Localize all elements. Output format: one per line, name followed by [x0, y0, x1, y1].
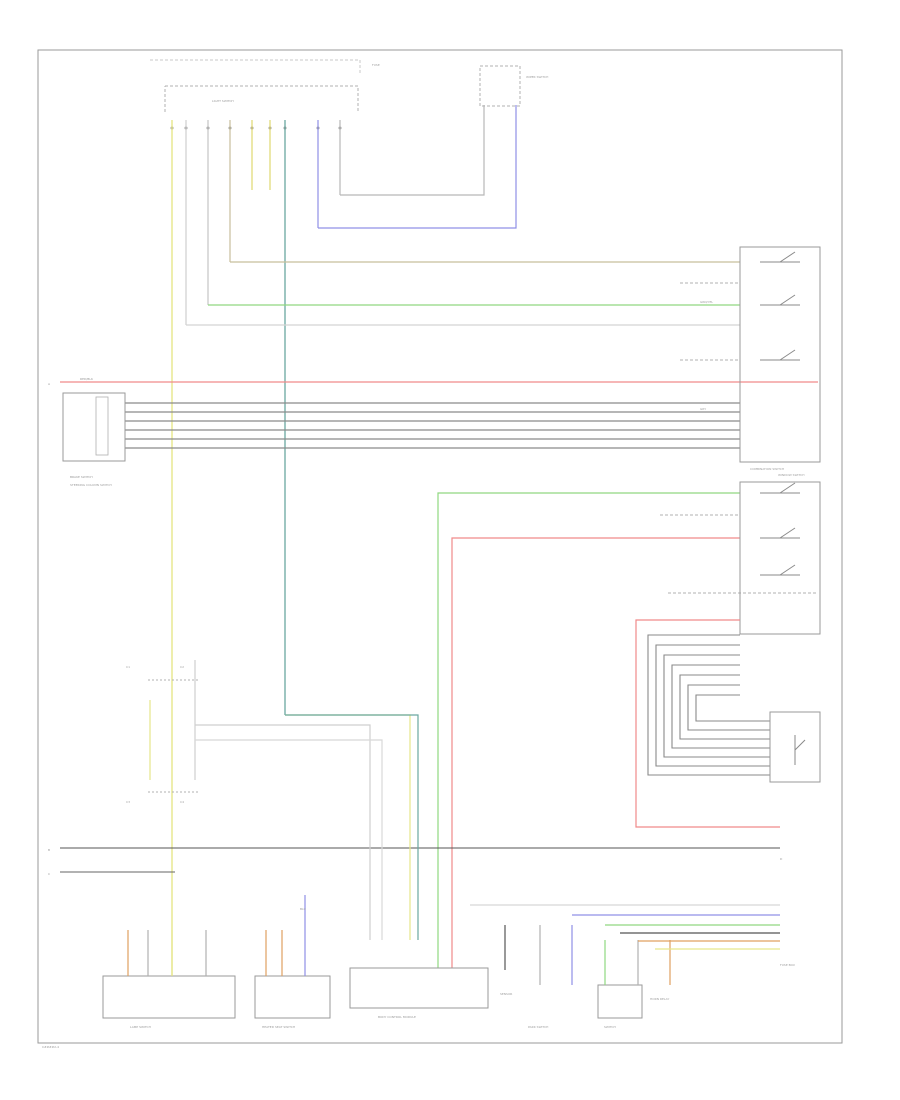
- bottom-small-horn: HORN RELAY: [650, 997, 669, 1001]
- wire-gray-label: GRY: [700, 407, 706, 411]
- side-label-c: C: [48, 872, 50, 876]
- lamp-housing-label: LIGHT SWITCH: [212, 99, 234, 103]
- fuse-box-label: FUSE BOX: [780, 963, 795, 967]
- wire-gray-loop: [340, 105, 485, 196]
- combination-switch-label: COMBINATION SWITCH: [750, 467, 784, 471]
- connector-c3-label: C3: [126, 800, 130, 804]
- wire-teal-to-module: [285, 714, 419, 940]
- right-small-component: [769, 711, 821, 783]
- bottom-box-bcm: [349, 967, 489, 1009]
- top-connector-pins: [170, 126, 342, 130]
- wire-green-mid: [437, 492, 740, 1000]
- upper-switch-symbols: [760, 251, 800, 361]
- diagram-frame: [37, 49, 843, 1044]
- bottom-small-sensor: SENSOR: [500, 992, 512, 996]
- wire-red-mid: [451, 537, 740, 1000]
- left-module-label: BRAKE SWITCH: [70, 475, 93, 479]
- top-dashed-outline: [150, 59, 361, 75]
- wire-gray-to-module: [195, 724, 371, 940]
- connector-c2-label: C2: [180, 665, 184, 669]
- right-small-switch: [794, 735, 806, 765]
- connector-c1-label: C1: [126, 665, 130, 669]
- lower-switch-symbols: [760, 482, 800, 576]
- wire-blue-loop: [318, 105, 517, 229]
- bottom-small-park: PARK SWITCH: [528, 1025, 548, 1029]
- bottom-right-bundle: [470, 904, 780, 950]
- left-module-caption: STEERING COLUMN SWITCH: [70, 483, 112, 487]
- wire-gray-to-module-2: [195, 739, 383, 940]
- wire-red-loop: [635, 619, 780, 828]
- page-reference: C####2-4: [42, 1045, 59, 1049]
- top-right-housing-label: FUSE: [372, 63, 380, 67]
- bottom-box-heated-seat-label: HEATED SEAT SWITCH: [262, 1025, 295, 1029]
- connector-c4-label: C4: [180, 800, 184, 804]
- side-label-a: A: [48, 382, 51, 386]
- fuse-component: [479, 65, 521, 107]
- fuse-label: WIPER SWITCH: [526, 75, 548, 79]
- wire-blue-label: BLU: [300, 907, 306, 911]
- bottom-box-switch-label: SWITCH: [604, 1025, 616, 1029]
- window-switch-label: WINDOW SWITCH: [778, 473, 804, 477]
- bottom-box-lamp-switch: [102, 975, 236, 1019]
- right-switch-block-lower: [739, 481, 821, 635]
- bottom-box-switch: [597, 984, 643, 1019]
- side-label-b: B: [48, 848, 50, 852]
- wire-nested-loops: [647, 634, 770, 776]
- left-module-connector: [95, 396, 109, 456]
- bottom-box-bcm-label: BODY CONTROL MODULE: [378, 1015, 416, 1019]
- wire-bundle-gray: [125, 402, 740, 449]
- side-label-d: D: [780, 857, 783, 861]
- top-dashed-housing: [164, 85, 359, 112]
- bottom-box-lamp-switch-label: LAMP SWITCH: [130, 1025, 151, 1029]
- wire-red-label: RED/BLK: [80, 377, 94, 381]
- bottom-box-heated-seat: [254, 975, 331, 1019]
- wire-green-label: GRN/YEL: [700, 300, 713, 304]
- bottom-box-wires: [127, 895, 671, 985]
- left-module: [62, 392, 126, 462]
- right-switch-block-upper: [739, 246, 821, 463]
